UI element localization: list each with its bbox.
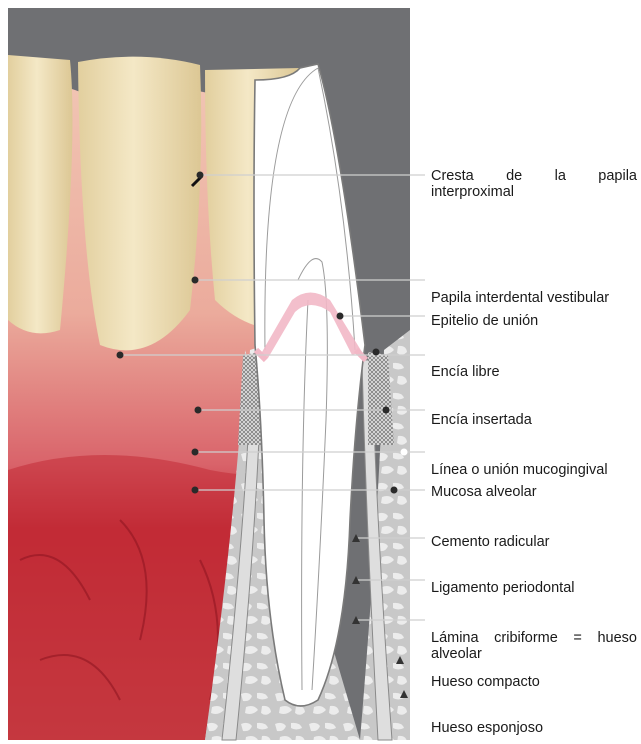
left-tooth — [8, 55, 72, 333]
label-cresta-papila: Cresta de la papila interproximal — [431, 168, 637, 200]
label-encia-insertada: Encía insertada — [431, 412, 532, 428]
label-lamina-word1: Lámina — [431, 630, 479, 646]
label-cresta-line2: interproximal — [431, 184, 637, 200]
label-cresta-word1: Cresta — [431, 168, 474, 184]
label-linea-mucogingival: Línea o unión mucogingival — [431, 462, 608, 478]
label-lamina-cribiforme: Lámina cribiforme = hueso alveolar — [431, 630, 637, 662]
label-cresta-word2: de — [506, 168, 522, 184]
label-encia-libre: Encía libre — [431, 364, 500, 380]
label-cresta-word4: papila — [598, 168, 637, 184]
label-cemento-radicular: Cemento radicular — [431, 534, 549, 550]
label-hueso-compacto: Hueso compacto — [431, 674, 540, 690]
label-cresta-word3: la — [555, 168, 566, 184]
central-tooth — [78, 57, 201, 351]
label-lamina-word2: cribiforme — [494, 630, 558, 646]
label-ligamento-periodontal: Ligamento periodontal — [431, 580, 575, 596]
label-lamina-word4: hueso — [597, 630, 637, 646]
label-mucosa-alveolar: Mucosa alveolar — [431, 484, 537, 500]
label-hueso-esponjoso: Hueso esponjoso — [431, 720, 543, 736]
label-lamina-line2: alveolar — [431, 646, 637, 662]
label-epitelio-union: Epitelio de unión — [431, 313, 538, 329]
label-lamina-word3: = — [573, 630, 581, 646]
label-papila-vestibular: Papila interdental vestibular — [431, 290, 609, 306]
